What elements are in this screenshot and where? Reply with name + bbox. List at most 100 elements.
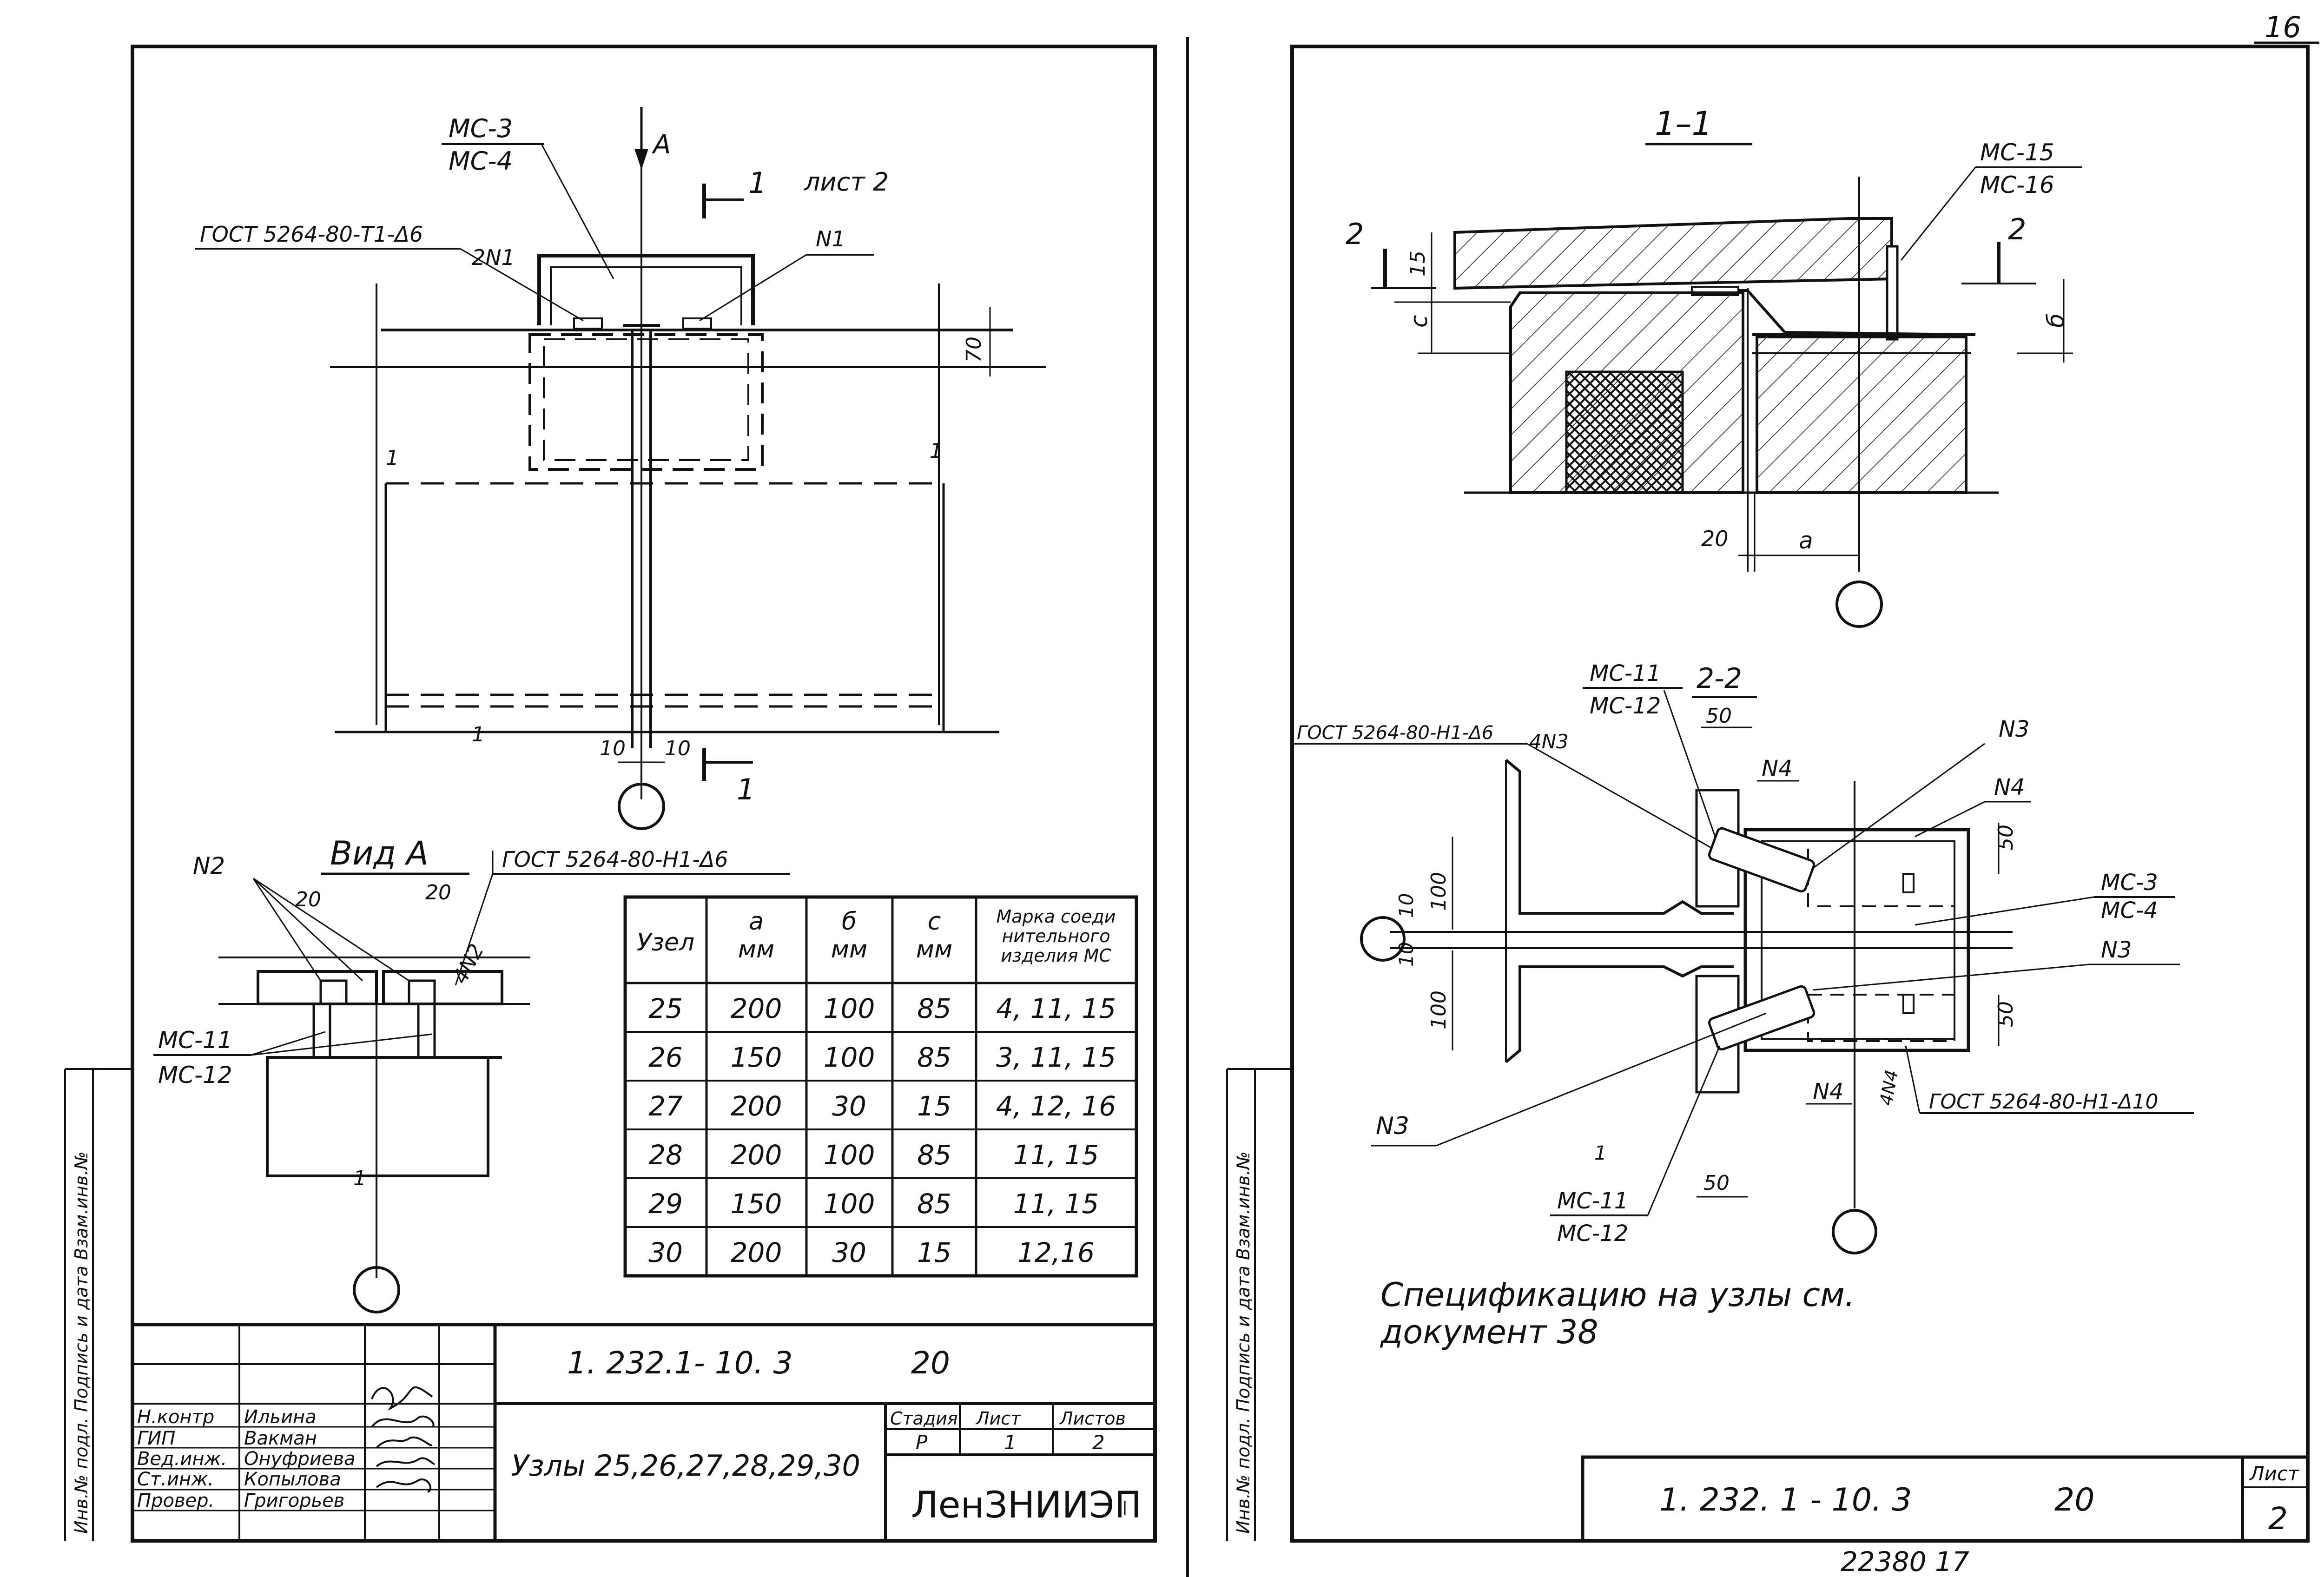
table-header-cell: с xyxy=(928,908,941,936)
plan-mark-bottom: МС-4 xyxy=(449,146,513,176)
table-header-cell: Марка соеди xyxy=(996,906,1116,927)
s22-mark-top: МС-11 xyxy=(1590,660,1661,686)
stamp-name: Ильина xyxy=(244,1406,317,1428)
dim-20b: 20 xyxy=(425,881,451,904)
signature-1 xyxy=(371,1386,433,1411)
arrow-a-label: А xyxy=(652,130,671,160)
axis-circle-view-a xyxy=(353,1266,400,1313)
footer-number: 22380 17 xyxy=(1841,1546,1969,1577)
stamp-name: Григорьев xyxy=(244,1490,344,1511)
table-header-cell: мм xyxy=(738,936,774,963)
axis-circle-s22-left xyxy=(1360,916,1406,962)
table-cell: 15 xyxy=(917,1090,951,1122)
right-doc-num: 20 xyxy=(2054,1482,2095,1518)
axis-marker-3: 1 xyxy=(472,723,485,746)
s22-n3-left: N3 xyxy=(1376,1112,1409,1140)
table-cell: 29 xyxy=(648,1188,683,1220)
table-cell: 85 xyxy=(917,1188,951,1220)
dim-c: с xyxy=(1406,315,1433,328)
s22-mark-bottom: МС-12 xyxy=(1590,693,1661,719)
right-sheet-value: 2 xyxy=(2268,1501,2288,1537)
dim-20a: 20 xyxy=(295,888,321,911)
table-header-cell: изделия МС xyxy=(1001,945,1111,966)
s22-ms4: МС-4 xyxy=(2101,897,2158,924)
table-cell: 30 xyxy=(648,1237,683,1268)
table-cell: 15 xyxy=(917,1237,951,1268)
s22-n4-bottom: N4 xyxy=(1813,1079,1843,1105)
left-title-block: 1. 232.1- 10. 3 20 Узлы 25,26,27,28,29,3… xyxy=(132,1323,1155,1541)
right-sheet: Инв.№ подл. Подпись и дата Взам.инв.№ 1–… xyxy=(1226,45,2310,1577)
table-cell: 100 xyxy=(824,993,875,1024)
table-cell: 85 xyxy=(917,1042,951,1073)
axis-circle-plan xyxy=(618,783,665,830)
left-doc-code: 1. 232.1- 10. 3 xyxy=(567,1345,793,1381)
table-cell: 150 xyxy=(731,1188,782,1220)
weld-2n1: 2N1 xyxy=(472,245,515,270)
table-cell: 30 xyxy=(832,1237,866,1268)
dim-10a: 10 xyxy=(600,737,626,760)
s11-mark-bottom: МС-16 xyxy=(1980,172,2054,198)
s22-title: 2-2 xyxy=(1697,662,1742,695)
s22-ms12-b: МС-12 xyxy=(1557,1221,1628,1247)
axis-marker-2: 1 xyxy=(930,439,943,463)
table-cell: 85 xyxy=(917,993,951,1024)
plan-view: МС-3 МС-4 А 1 лист 2 ГОСТ 5264-80-Т1-Δ6 … xyxy=(195,107,1046,830)
axis-marker-1: 1 xyxy=(386,446,399,470)
right-sheet-header: Лист xyxy=(2249,1462,2300,1485)
note-line-1: Спецификацию на узлы см. xyxy=(1380,1276,1855,1314)
stamp-role: Н.контр xyxy=(137,1406,214,1428)
n2-label: N2 xyxy=(193,852,225,879)
s22-weld-4n4: 4N4 xyxy=(1876,1068,1902,1107)
left-doc-num: 20 xyxy=(911,1345,950,1381)
right-side-strip-text: Инв.№ подл. Подпись и дата Взам.инв.№ xyxy=(1233,1151,1254,1534)
stage-header: Стадия xyxy=(890,1408,958,1429)
sheets-value: 2 xyxy=(1092,1431,1105,1454)
signature-5 xyxy=(376,1478,431,1493)
table-cell: 200 xyxy=(731,1237,782,1268)
s22-n3-mid: N3 xyxy=(2101,937,2132,963)
s22-dim-50-r1: 50 xyxy=(1994,825,2018,851)
view-a-axis-marker: 1 xyxy=(353,1167,366,1190)
right-side-strip: Инв.№ подл. Подпись и дата Взам.инв.№ xyxy=(1226,1068,1292,1541)
sheet-header: Лист xyxy=(975,1408,1022,1429)
table-header-cell: мм xyxy=(831,936,867,963)
s22-dim-100a: 100 xyxy=(1427,872,1451,911)
s22-gost-bottom: ГОСТ 5264-80-Н1-Δ10 xyxy=(1929,1090,2159,1114)
view-a-mark-top: МС-11 xyxy=(158,1027,232,1054)
signature-2 xyxy=(371,1415,435,1428)
section-1-bottom: 1 xyxy=(737,772,755,806)
plan-gost: ГОСТ 5264-80-Т1-Δ6 xyxy=(200,222,423,247)
s11-sec2-left: 2 xyxy=(1346,217,1364,251)
table-cell: 30 xyxy=(832,1090,866,1122)
left-frame xyxy=(131,45,1157,1543)
s22-axis-marker: 1 xyxy=(1594,1142,1607,1164)
right-title-block: 1. 232. 1 - 10. 3 20 Лист 2 xyxy=(1581,1455,2310,1543)
dim-20: 20 xyxy=(1701,526,1729,551)
stamp-people: Н.контрГИПВед.инж.Ст.инж.Провер.ИльинаВа… xyxy=(137,1406,356,1511)
table-header-cell: б xyxy=(842,908,857,936)
stamp-name: Копылова xyxy=(244,1469,341,1490)
table-cell: 200 xyxy=(731,1090,782,1122)
table-cell: 28 xyxy=(648,1139,683,1171)
weld-4n2: 4N2 xyxy=(449,940,489,988)
s22-n4-top: N4 xyxy=(1762,756,1792,782)
table-cell: 27 xyxy=(648,1090,683,1122)
table-cell: 4, 12, 16 xyxy=(996,1090,1116,1122)
view-a: Вид А ГОСТ 5264-80-Н1-Δ6 N2 20 20 4N2 xyxy=(153,834,790,1313)
table-cell: 200 xyxy=(731,993,782,1024)
left-title: Узлы 25,26,27,28,29,30 xyxy=(511,1449,860,1483)
sheets-header: Листов xyxy=(1059,1408,1126,1429)
stamp-name: Онуфриева xyxy=(244,1448,356,1470)
org-name: ЛенЗНИИЭП xyxy=(911,1485,1142,1526)
table-cell: 150 xyxy=(731,1042,782,1073)
s22-dim-100b: 100 xyxy=(1427,990,1451,1029)
s22-n4-right: N4 xyxy=(1994,774,2025,800)
view-a-gost: ГОСТ 5264-80-Н1-Δ6 xyxy=(502,847,728,872)
stage-value: Р xyxy=(916,1431,928,1454)
view-a-title: Вид А xyxy=(330,834,429,872)
dim-70: 70 xyxy=(962,337,986,363)
s11-sec2-right: 2 xyxy=(2008,212,2026,246)
